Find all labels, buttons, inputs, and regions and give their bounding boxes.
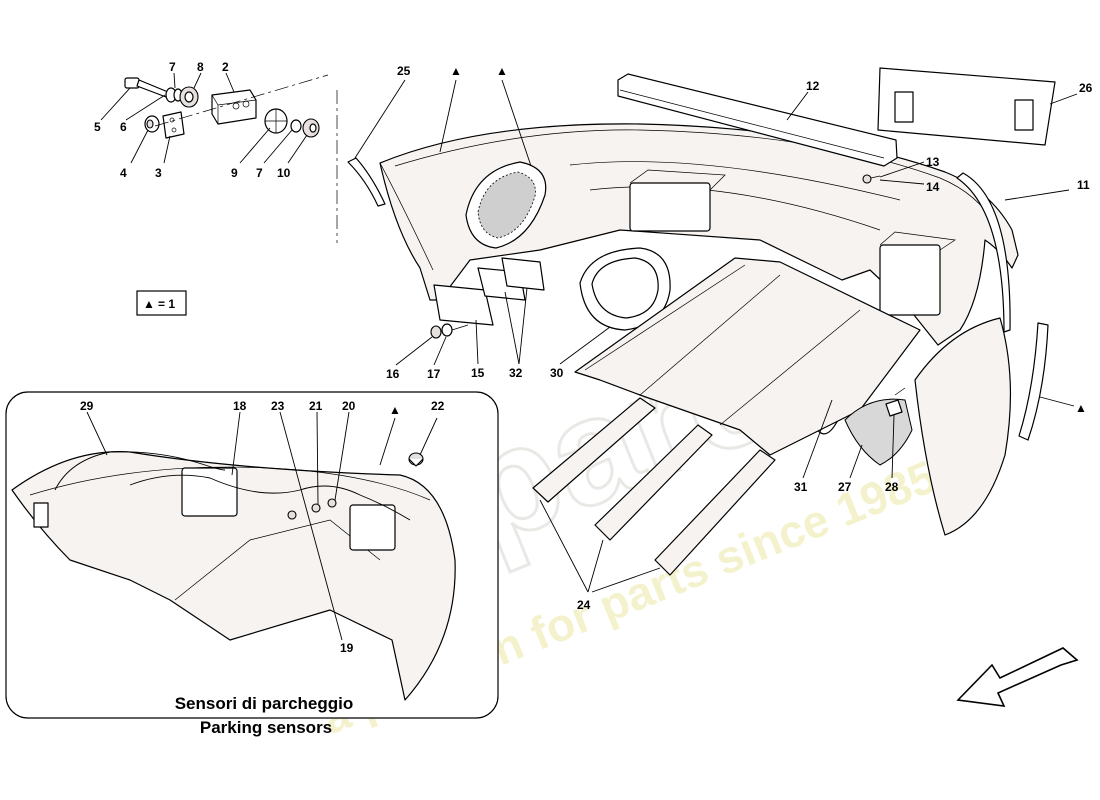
callout-triangle-4: ▲: [389, 403, 401, 417]
callout-triangle-2: ▲: [496, 64, 508, 78]
legend-symbol: ▲: [143, 297, 155, 311]
bumper-wing-right: [914, 317, 1012, 536]
cap-part-4: [144, 115, 160, 133]
exhaust-surround-part-30: [579, 247, 671, 331]
nut-part-8: [179, 86, 199, 108]
parking-sensors-inset: Sensori di parcheggio Parking sensors: [5, 391, 499, 737]
mesh-grille-left: [465, 161, 547, 249]
direction-arrow: [956, 647, 1079, 707]
callout-9: 9: [231, 166, 238, 180]
mesh-insert-part-27: [844, 398, 913, 466]
callout-18: 18: [233, 399, 247, 413]
callout-2: 2: [222, 60, 229, 74]
hardware-group: [124, 74, 338, 243]
callout-32: 32: [509, 366, 523, 380]
upper-rail-part-12: [617, 73, 898, 167]
callout-3: 3: [155, 166, 162, 180]
callout-13: 13: [926, 155, 940, 169]
callout-7a: 7: [169, 60, 176, 74]
callout-labels: 2 7 8 5 6 4 3 9 7 10 25 ▲ ▲ 12 26 13 14 …: [80, 60, 1093, 655]
sensor-part-28: [885, 387, 906, 417]
connector-part-21: [311, 503, 321, 513]
legend-text: = 1: [158, 297, 175, 311]
callout-12: 12: [806, 79, 820, 93]
rear-diffuser: [574, 257, 921, 456]
callout-11: 11: [1077, 178, 1090, 192]
legend: ▲ = 1: [136, 290, 187, 316]
bolt-part-5: [124, 77, 169, 98]
callout-5: 5: [94, 120, 101, 134]
callout-19: 19: [340, 641, 354, 655]
callout-23: 23: [271, 399, 285, 413]
callout-21: 21: [309, 399, 323, 413]
bracket-part-2: [211, 89, 257, 125]
reflector-strip-right: [1018, 322, 1049, 441]
washer-part-7b: [290, 119, 302, 133]
callout-4: 4: [120, 166, 127, 180]
callout-24: 24: [577, 598, 591, 612]
plate-part-3: [162, 111, 185, 139]
callout-28: 28: [885, 480, 899, 494]
callout-triangle-1: ▲: [450, 64, 462, 78]
callout-15: 15: [471, 366, 485, 380]
callout-25: 25: [397, 64, 411, 78]
callout-30: 30: [550, 366, 564, 380]
callout-27: 27: [838, 480, 852, 494]
callout-6: 6: [120, 120, 127, 134]
trim-strip-part-11: [956, 172, 1011, 333]
callout-16: 16: [386, 367, 400, 381]
callout-26: 26: [1079, 81, 1093, 95]
screw-part-13: [862, 174, 881, 184]
callout-14: 14: [926, 180, 940, 194]
callout-7b: 7: [256, 166, 263, 180]
callout-8: 8: [197, 60, 204, 74]
washer-part-9: [264, 108, 288, 134]
inset-caption-english: Parking sensors: [200, 718, 332, 737]
sensor-part-22: [408, 452, 424, 467]
connector-part-20: [327, 498, 337, 508]
callout-22: 22: [431, 399, 445, 413]
callout-31: 31: [794, 480, 808, 494]
nut-part-10: [302, 118, 320, 138]
diffuser-blades-part-24: [532, 397, 776, 576]
trim-strip-part-25: [347, 157, 386, 207]
washer-part-17: [441, 323, 453, 337]
callout-20: 20: [342, 399, 356, 413]
mounting-plates-part-15-32: [430, 257, 545, 339]
nut-part-16: [430, 325, 442, 339]
callout-17: 17: [427, 367, 441, 381]
leader-lines: [86, 72, 1078, 641]
connector-part-23: [287, 510, 297, 520]
callout-triangle-3: ▲: [1075, 401, 1087, 415]
inset-caption-italian: Sensori di parcheggio: [175, 694, 354, 713]
callout-10: 10: [277, 166, 291, 180]
callout-29: 29: [80, 399, 94, 413]
license-plate-bracket-part-26: [877, 67, 1056, 146]
